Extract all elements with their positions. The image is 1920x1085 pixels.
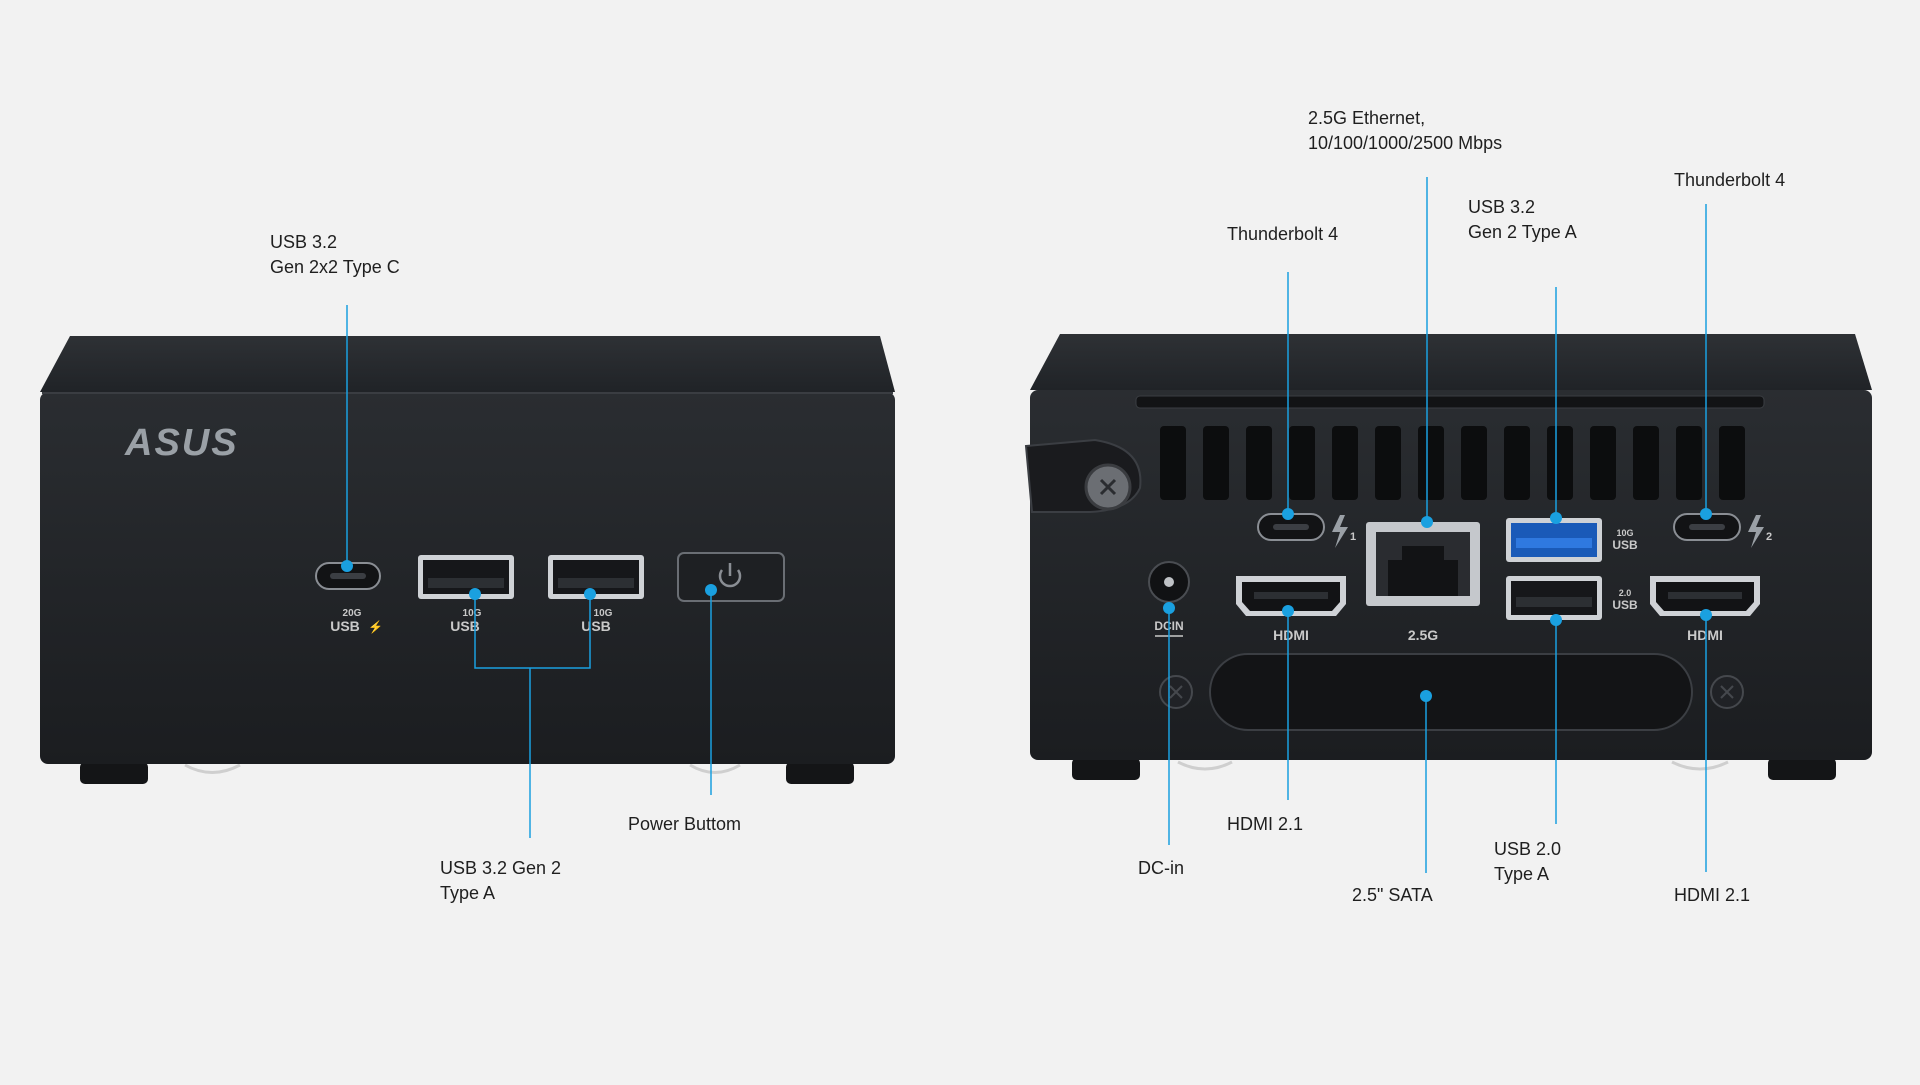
rear-hdmi1-label: HDMI: [1273, 627, 1309, 643]
callout-rear-thunderbolt-1: Thunderbolt 4: [1227, 222, 1338, 247]
callout-front-power: Power Buttom: [628, 812, 741, 837]
front-leader-dots: [341, 560, 717, 600]
front-power-button: [677, 552, 785, 602]
callout-front-usba: USB 3.2 Gen 2 Type A: [440, 856, 561, 906]
callout-line: USB 3.2: [1468, 197, 1536, 217]
callout-rear-hdmi-2: HDMI 2.1: [1674, 883, 1750, 908]
rear-usb20-name-label: USB: [1612, 598, 1638, 612]
front-usba2-speed-label: 10G: [594, 608, 613, 619]
callout-line: Gen 2 Type A: [1468, 222, 1577, 242]
rear-ethernet-port: 2.5G: [1366, 522, 1480, 643]
callout-line: Gen 2x2 Type C: [270, 257, 400, 277]
rear-usb32-speed-label: 10G: [1616, 528, 1633, 538]
callout-line: HDMI 2.1: [1674, 885, 1751, 905]
rear-hdmi-port-1: HDMI: [1236, 576, 1346, 643]
callout-line: 2.5G Ethernet,: [1308, 108, 1426, 128]
front-top-lid: [40, 336, 895, 392]
rear-leader-lines: [1168, 177, 1707, 873]
callout-line: USB 3.2: [270, 232, 338, 252]
thunderbolt-icon: [1748, 515, 1764, 548]
callout-line: Type A: [440, 883, 496, 903]
rear-sata-bay: [1209, 653, 1693, 731]
callout-rear-usb20: USB 2.0 Type A: [1494, 837, 1561, 887]
rear-foot-left: [1072, 758, 1140, 780]
rear-vents: [1160, 426, 1745, 500]
rear-hdmi-port-2: HDMI: [1650, 576, 1760, 643]
rear-screw-left: [1159, 675, 1193, 709]
callout-rear-thunderbolt-2: Thunderbolt 4: [1674, 168, 1785, 193]
rear-foot-ring-right: [1671, 760, 1729, 771]
front-usbc-name-label: USB: [330, 618, 360, 634]
callout-front-usbc: USB 3.2 Gen 2x2 Type C: [270, 230, 400, 280]
callout-line: 2.5" SATA: [1352, 885, 1433, 905]
front-foot-ring-left: [184, 763, 241, 774]
front-leader-lines: [346, 305, 712, 838]
callout-rear-dcin: DC-in: [1138, 856, 1184, 881]
rear-screw-right: [1710, 675, 1744, 709]
front-foot-right: [786, 762, 854, 784]
rear-usb20-speed-label: 2.0: [1619, 588, 1632, 598]
lightning-bolt-icon: ⚡: [368, 620, 383, 634]
front-usba1-name-label: USB: [450, 618, 480, 634]
callout-rear-usb32: USB 3.2 Gen 2 Type A: [1468, 195, 1577, 245]
callout-line: USB 2.0: [1494, 839, 1562, 859]
front-usbc-speed-label: 20G: [343, 608, 362, 619]
rear-thunderbolt-port-2: 2: [1673, 513, 1772, 548]
rear-tb2-number: 2: [1766, 531, 1772, 543]
callout-line: USB 3.2 Gen 2: [440, 858, 562, 878]
front-usba-port-2: 10G USB: [548, 555, 644, 634]
front-foot-ring-right: [689, 763, 741, 774]
rear-ethernet-label: 2.5G: [1408, 627, 1438, 643]
callout-rear-ethernet: 2.5G Ethernet, 10/100/1000/2500 Mbps: [1308, 106, 1502, 156]
rear-usb32-port: 10G USB: [1506, 518, 1638, 562]
callout-line: DC-in: [1138, 858, 1185, 878]
callout-line: Thunderbolt 4: [1674, 170, 1786, 190]
rear-foot-ring-left: [1177, 760, 1233, 771]
callout-rear-sata: 2.5" SATA: [1352, 883, 1433, 908]
rear-usb32-name-label: USB: [1612, 538, 1638, 552]
rear-unit: 1 2 2.5G 10G USB 2.0: [1024, 177, 1872, 873]
rear-hdmi2-label: HDMI: [1687, 627, 1723, 643]
rear-usb20-port: 2.0 USB: [1506, 576, 1638, 620]
thunderbolt-icon: [1332, 515, 1348, 548]
front-usba-port-1: 10G USB: [418, 555, 514, 634]
front-foot-left: [80, 762, 148, 784]
asus-logo: ASUS: [124, 422, 239, 464]
front-unit: ASUS 20G USB ⚡ 10G USB 10G USB: [40, 305, 895, 838]
lock-bracket: [1024, 438, 1142, 513]
rear-leader-dots: [1163, 508, 1712, 702]
rear-top-lid: [1030, 334, 1872, 390]
callout-line: 10/100/1000/2500 Mbps: [1308, 133, 1503, 153]
callout-rear-hdmi-1: HDMI 2.1: [1227, 812, 1303, 837]
callout-line: HDMI 2.1: [1227, 814, 1304, 834]
callout-line: Power Buttom: [628, 814, 742, 834]
rear-foot-right: [1768, 758, 1836, 780]
front-usba2-name-label: USB: [581, 618, 611, 634]
rear-top-slot: [1135, 395, 1765, 409]
front-usba1-speed-label: 10G: [463, 608, 482, 619]
callout-line: Type A: [1494, 864, 1550, 884]
rear-tb1-number: 1: [1350, 531, 1356, 543]
callout-line: Thunderbolt 4: [1227, 224, 1339, 244]
power-icon: [718, 563, 742, 588]
